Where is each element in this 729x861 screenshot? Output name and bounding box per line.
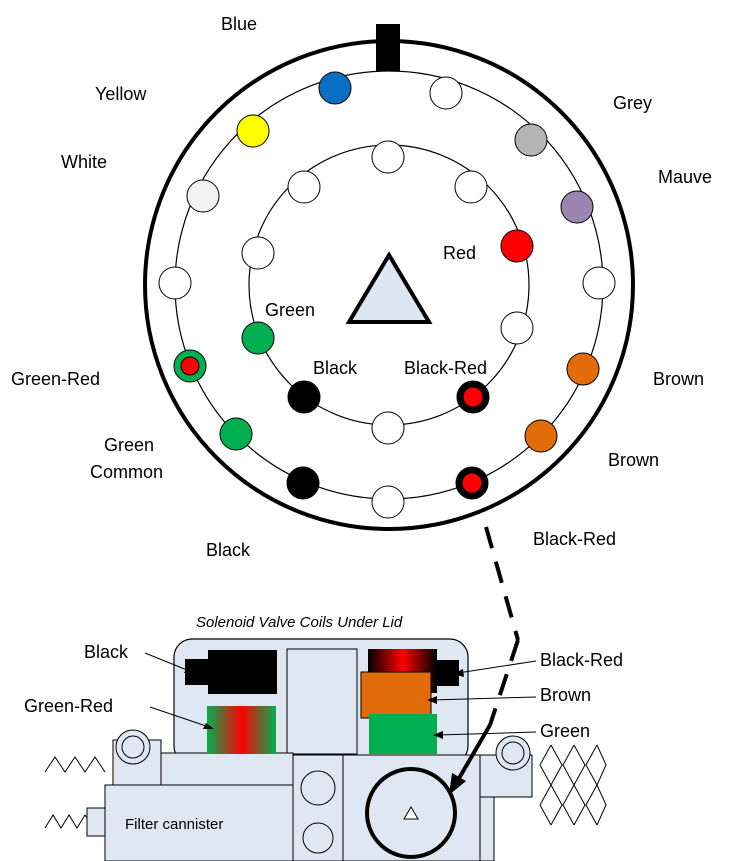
- coil-black-body: [208, 650, 277, 694]
- break-mark-right-5: [585, 744, 598, 826]
- valve-assembly: Solenoid Valve Coils Under Lid Filter ca…: [24, 614, 623, 861]
- break-mark-right-6: [596, 744, 607, 826]
- pin-black-outer: [286, 466, 320, 500]
- label-black-inner: Black: [313, 358, 358, 378]
- pin-empty: [371, 485, 405, 519]
- pin-blue: [318, 71, 352, 105]
- connector-key-notch: [376, 24, 400, 71]
- filter-cannister-stub: [86, 807, 108, 837]
- pin-brown-lower: [524, 419, 558, 453]
- filter-cannister: [104, 784, 294, 861]
- valve-socket-triangle: [403, 806, 419, 820]
- label-white: White: [61, 152, 107, 172]
- pin-green-red-inner: [180, 356, 200, 376]
- label-blue: Blue: [221, 14, 257, 34]
- mounting-hole-right-inner: [501, 741, 525, 765]
- callout-green-label: Green: [540, 721, 590, 741]
- pin-mauve: [560, 190, 594, 224]
- connector-face: [143, 24, 635, 531]
- break-mark-left-upper: [44, 756, 106, 773]
- break-mark-right-1: [539, 744, 552, 826]
- coil-green: [369, 714, 437, 754]
- pin-green: [241, 321, 275, 355]
- pin-yellow: [236, 114, 270, 148]
- filter-cannister-label: Filter cannister: [125, 816, 223, 833]
- coil-green-red: [207, 706, 276, 754]
- pin-black-red-inner-core: [462, 386, 484, 408]
- mounting-hole-left-inner: [121, 735, 145, 759]
- callout-brown-label: Brown: [540, 685, 591, 705]
- callout-black-label: Black: [84, 642, 129, 662]
- coil-brown: [360, 671, 432, 719]
- break-mark-right-2: [550, 744, 563, 826]
- port-lower: [302, 822, 334, 854]
- pin-brown-upper: [566, 352, 600, 386]
- label-brown-upper: Brown: [653, 369, 704, 389]
- label-black-outer: Black: [206, 540, 251, 560]
- pin-empty: [241, 236, 275, 270]
- pin-grey: [514, 123, 548, 157]
- break-mark-left-lower: [44, 814, 88, 829]
- pin-black-inner: [287, 380, 321, 414]
- port-upper: [300, 770, 336, 806]
- label-black-red-outer: Black-Red: [533, 529, 616, 549]
- break-mark-right-3: [562, 744, 575, 826]
- label-green: Green: [265, 300, 315, 320]
- pin-empty: [158, 266, 192, 300]
- pin-red: [500, 229, 534, 263]
- pin-empty: [500, 311, 534, 345]
- pin-white: [186, 179, 220, 213]
- callout-black-red-line: [457, 660, 537, 674]
- pin-empty: [371, 411, 405, 445]
- pin-empty: [454, 170, 488, 204]
- pin-green-common: [219, 417, 253, 451]
- callout-black-red-arrow: [453, 669, 464, 677]
- label-red: Red: [443, 243, 476, 263]
- callout-black-red-label: Black-Red: [540, 650, 623, 670]
- label-green-common-line1: Green: [104, 435, 154, 455]
- label-mauve: Mauve: [658, 167, 712, 187]
- valve-body-right-lower: [479, 796, 495, 861]
- label-grey: Grey: [613, 93, 652, 113]
- callout-black-arrow: [184, 667, 195, 673]
- pin-empty: [429, 76, 463, 110]
- center-triangle-key: [345, 251, 433, 324]
- pin-empty: [287, 170, 321, 204]
- callout-green-red-arrow: [203, 723, 214, 729]
- valve-lid-center-block: [286, 648, 358, 755]
- socket-pointer-line: [456, 723, 492, 782]
- label-black-red-inner: Black-Red: [404, 358, 487, 378]
- socket-pointer-arrow: [449, 773, 466, 795]
- valve-caption: Solenoid Valve Coils Under Lid: [196, 614, 403, 631]
- callout-green-red-label: Green-Red: [24, 696, 113, 716]
- dashed-leader-line: [484, 526, 520, 641]
- label-green-red: Green-Red: [11, 369, 100, 389]
- callout-green-red-line: [149, 706, 213, 729]
- callout-brown-line: [431, 696, 537, 701]
- pin-black-red-outer-core: [461, 472, 483, 494]
- label-brown-lower: Brown: [608, 450, 659, 470]
- callout-black-line: [144, 652, 193, 673]
- break-mark-right-4: [573, 744, 586, 826]
- callout-green-arrow: [433, 731, 443, 739]
- pin-empty: [371, 140, 405, 174]
- dashed-leader-line: [488, 639, 520, 726]
- pin-empty: [582, 266, 616, 300]
- label-yellow: Yellow: [95, 84, 147, 104]
- callout-brown-arrow: [427, 696, 437, 704]
- label-green-common-line2: Common: [90, 462, 163, 482]
